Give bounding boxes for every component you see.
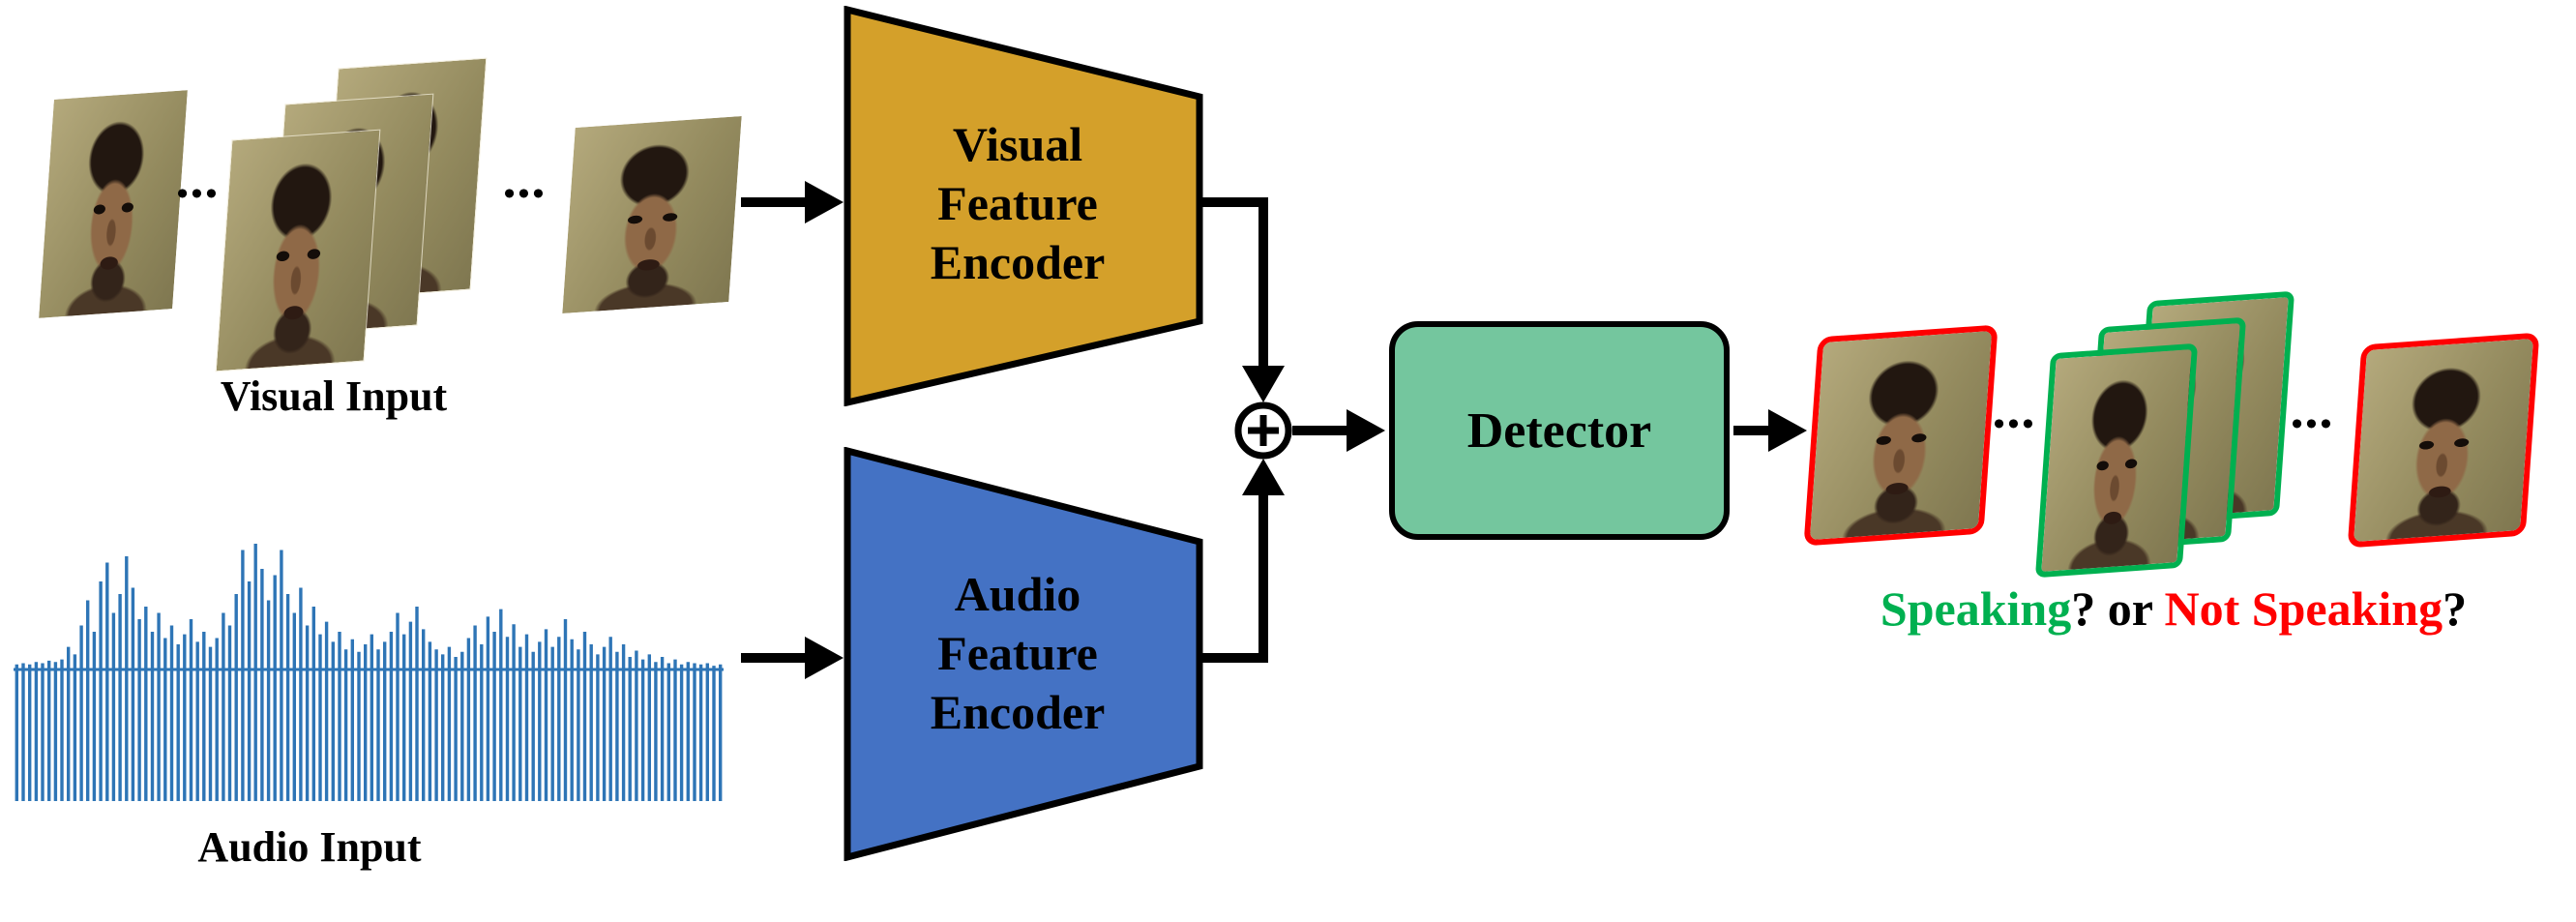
audio-encoder-label: Audio Feature Encoder: [853, 503, 1182, 803]
audio-input-label: Audio Input: [197, 823, 422, 871]
visual-frame-stack-front: [215, 129, 381, 372]
output-frame-not-speaking-1: [1803, 324, 1999, 547]
caption-or: or: [2095, 581, 2165, 636]
visual-encoder-trapezoid: [844, 6, 1203, 406]
output-caption: Speaking? or Not Speaking?: [1801, 580, 2546, 637]
caption-qmark-1: ?: [2071, 581, 2096, 636]
output-frame-not-speaking-2: [2347, 332, 2540, 549]
visual-encoder-shape: [844, 6, 1203, 406]
face-photo: [216, 130, 380, 372]
output-frame-speaking-front: [2034, 342, 2199, 579]
connector-audio-encoder-to-fusion: [1201, 459, 1285, 663]
audio-encoder-line3: Encoder: [930, 684, 1106, 739]
connector-visual-encoder-to-fusion: [1201, 197, 1285, 402]
caption-qmark-2: ?: [2443, 581, 2468, 636]
ellipsis-visual-1: •••: [176, 176, 221, 212]
visual-encoder-line1: Visual: [952, 116, 1083, 171]
audio-encoder-trapezoid: [844, 447, 1203, 861]
audio-encoder-line1: Audio: [954, 566, 1081, 621]
face-photo: [2354, 338, 2533, 543]
visual-encoder-label: Visual Feature Encoder: [853, 48, 1182, 358]
ellipsis-output-1: •••: [1993, 406, 2037, 442]
arrow-fusion-to-detector: [1292, 409, 1385, 452]
face-photo: [1809, 330, 1993, 541]
arrow-audio-to-encoder: [741, 637, 844, 679]
visual-encoder-line3: Encoder: [930, 234, 1106, 289]
audio-waveform: [14, 544, 724, 801]
visual-input-label: Visual Input: [220, 372, 448, 420]
arrow-detector-to-output: [1733, 409, 1807, 452]
face-photo: [2041, 349, 2192, 572]
audio-encoder-shape: [844, 447, 1203, 861]
detector-box: Detector: [1389, 321, 1730, 540]
visual-encoder-line2: Feature: [937, 175, 1098, 230]
audio-encoder-line2: Feature: [937, 625, 1098, 680]
detector-label: Detector: [1466, 402, 1652, 459]
arrow-visual-to-encoder: [741, 181, 844, 223]
ellipsis-output-2: •••: [2291, 406, 2335, 442]
caption-not-speaking: Not Speaking: [2164, 581, 2443, 636]
ellipsis-visual-2: •••: [503, 176, 548, 212]
circled-plus-icon: [1234, 402, 1292, 460]
caption-speaking: Speaking: [1880, 581, 2072, 636]
